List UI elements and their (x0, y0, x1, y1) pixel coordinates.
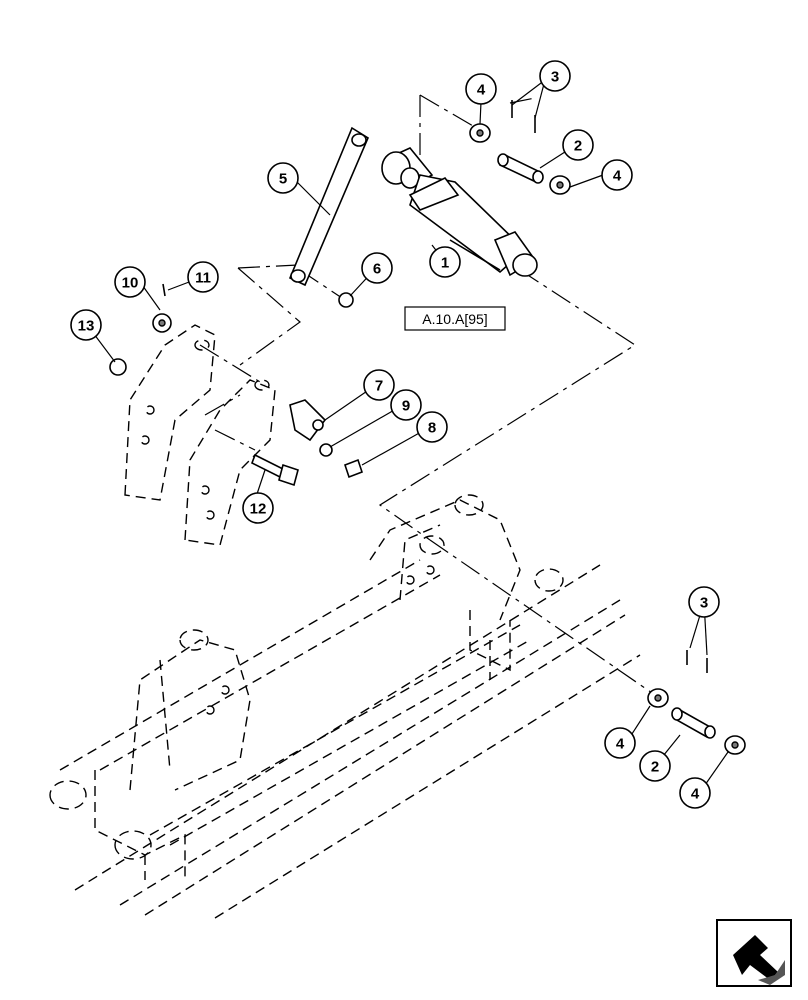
washers (469, 123, 746, 755)
callout-8[interactable]: 8 (416, 411, 448, 443)
return-arrow-icon[interactable] (716, 919, 792, 987)
link-bar (288, 126, 370, 287)
mounting-plates-hidden-lines (124, 324, 276, 546)
callout-3[interactable]: 3 (539, 60, 571, 92)
svg-text:2: 2 (651, 759, 659, 776)
alignment-lines (199, 94, 656, 696)
svg-text:11: 11 (195, 270, 211, 287)
callout-6[interactable]: 6 (361, 252, 393, 284)
callout-3[interactable]: 3 (688, 586, 720, 618)
callout-13[interactable]: 13 (70, 309, 102, 341)
svg-text:12: 12 (250, 501, 267, 518)
svg-text:4: 4 (691, 786, 700, 803)
callout-1[interactable]: 1 (429, 246, 461, 278)
callout-9[interactable]: 9 (390, 389, 422, 421)
svg-text:3: 3 (551, 69, 559, 86)
callout-10[interactable]: 10 (114, 266, 146, 298)
small-hardware (109, 292, 364, 487)
svg-text:4: 4 (616, 736, 625, 753)
svg-text:7: 7 (375, 378, 383, 395)
callout-11[interactable]: 11 (187, 261, 219, 293)
pin-lower (671, 707, 716, 739)
callout-2[interactable]: 2 (562, 129, 594, 161)
callout-4[interactable]: 4 (601, 159, 633, 191)
svg-text:2: 2 (574, 138, 582, 155)
svg-text:9: 9 (402, 398, 410, 415)
hydraulic-cylinder (381, 147, 538, 277)
frame-hidden-lines (49, 494, 641, 919)
callout-4[interactable]: 4 (679, 777, 711, 809)
svg-text:10: 10 (122, 275, 139, 292)
callout-4[interactable]: 4 (465, 73, 497, 105)
callout-7[interactable]: 7 (363, 369, 395, 401)
pin-upper (497, 153, 544, 184)
callout-2[interactable]: 2 (639, 750, 671, 782)
callout-12[interactable]: 12 (242, 492, 274, 524)
svg-text:1: 1 (441, 255, 449, 272)
svg-text:4: 4 (613, 168, 622, 185)
svg-text:6: 6 (373, 261, 381, 278)
callout-4[interactable]: 4 (604, 727, 636, 759)
cotter-pins (162, 100, 708, 673)
svg-text:8: 8 (428, 420, 436, 437)
svg-text:A.10.A[95]: A.10.A[95] (422, 311, 487, 327)
svg-text:3: 3 (700, 595, 708, 612)
svg-text:4: 4 (477, 82, 486, 99)
svg-text:5: 5 (279, 171, 287, 188)
reference-link-box[interactable]: A.10.A[95] (404, 306, 506, 331)
callout-5[interactable]: 5 (267, 162, 299, 194)
svg-text:13: 13 (78, 318, 95, 335)
